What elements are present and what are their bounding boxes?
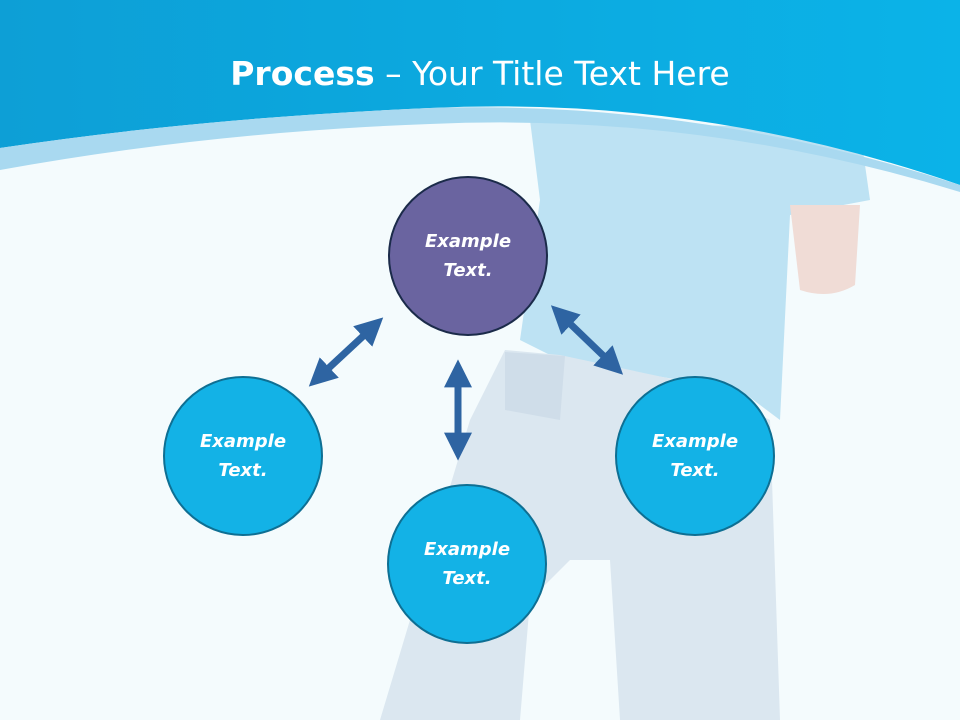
header-wave xyxy=(0,0,960,185)
node-bottom-label: Example Text. xyxy=(423,539,511,589)
node-right-circle: Example Text. xyxy=(615,376,775,536)
node-left-label: Example Text. xyxy=(199,431,287,481)
node-right-label: Example Text. xyxy=(651,431,739,481)
node-bottom-circle: Example Text. xyxy=(387,484,547,644)
node-left-circle: Example Text. xyxy=(163,376,323,536)
title-bold: Process xyxy=(230,54,375,93)
slide-title: Process – Your Title Text Here xyxy=(0,52,960,96)
header-wave-highlight xyxy=(0,107,960,192)
node-top-label: Example Text. xyxy=(424,231,512,281)
title-rest: – Your Title Text Here xyxy=(374,54,730,93)
node-top-circle: Example Text. xyxy=(388,176,548,336)
